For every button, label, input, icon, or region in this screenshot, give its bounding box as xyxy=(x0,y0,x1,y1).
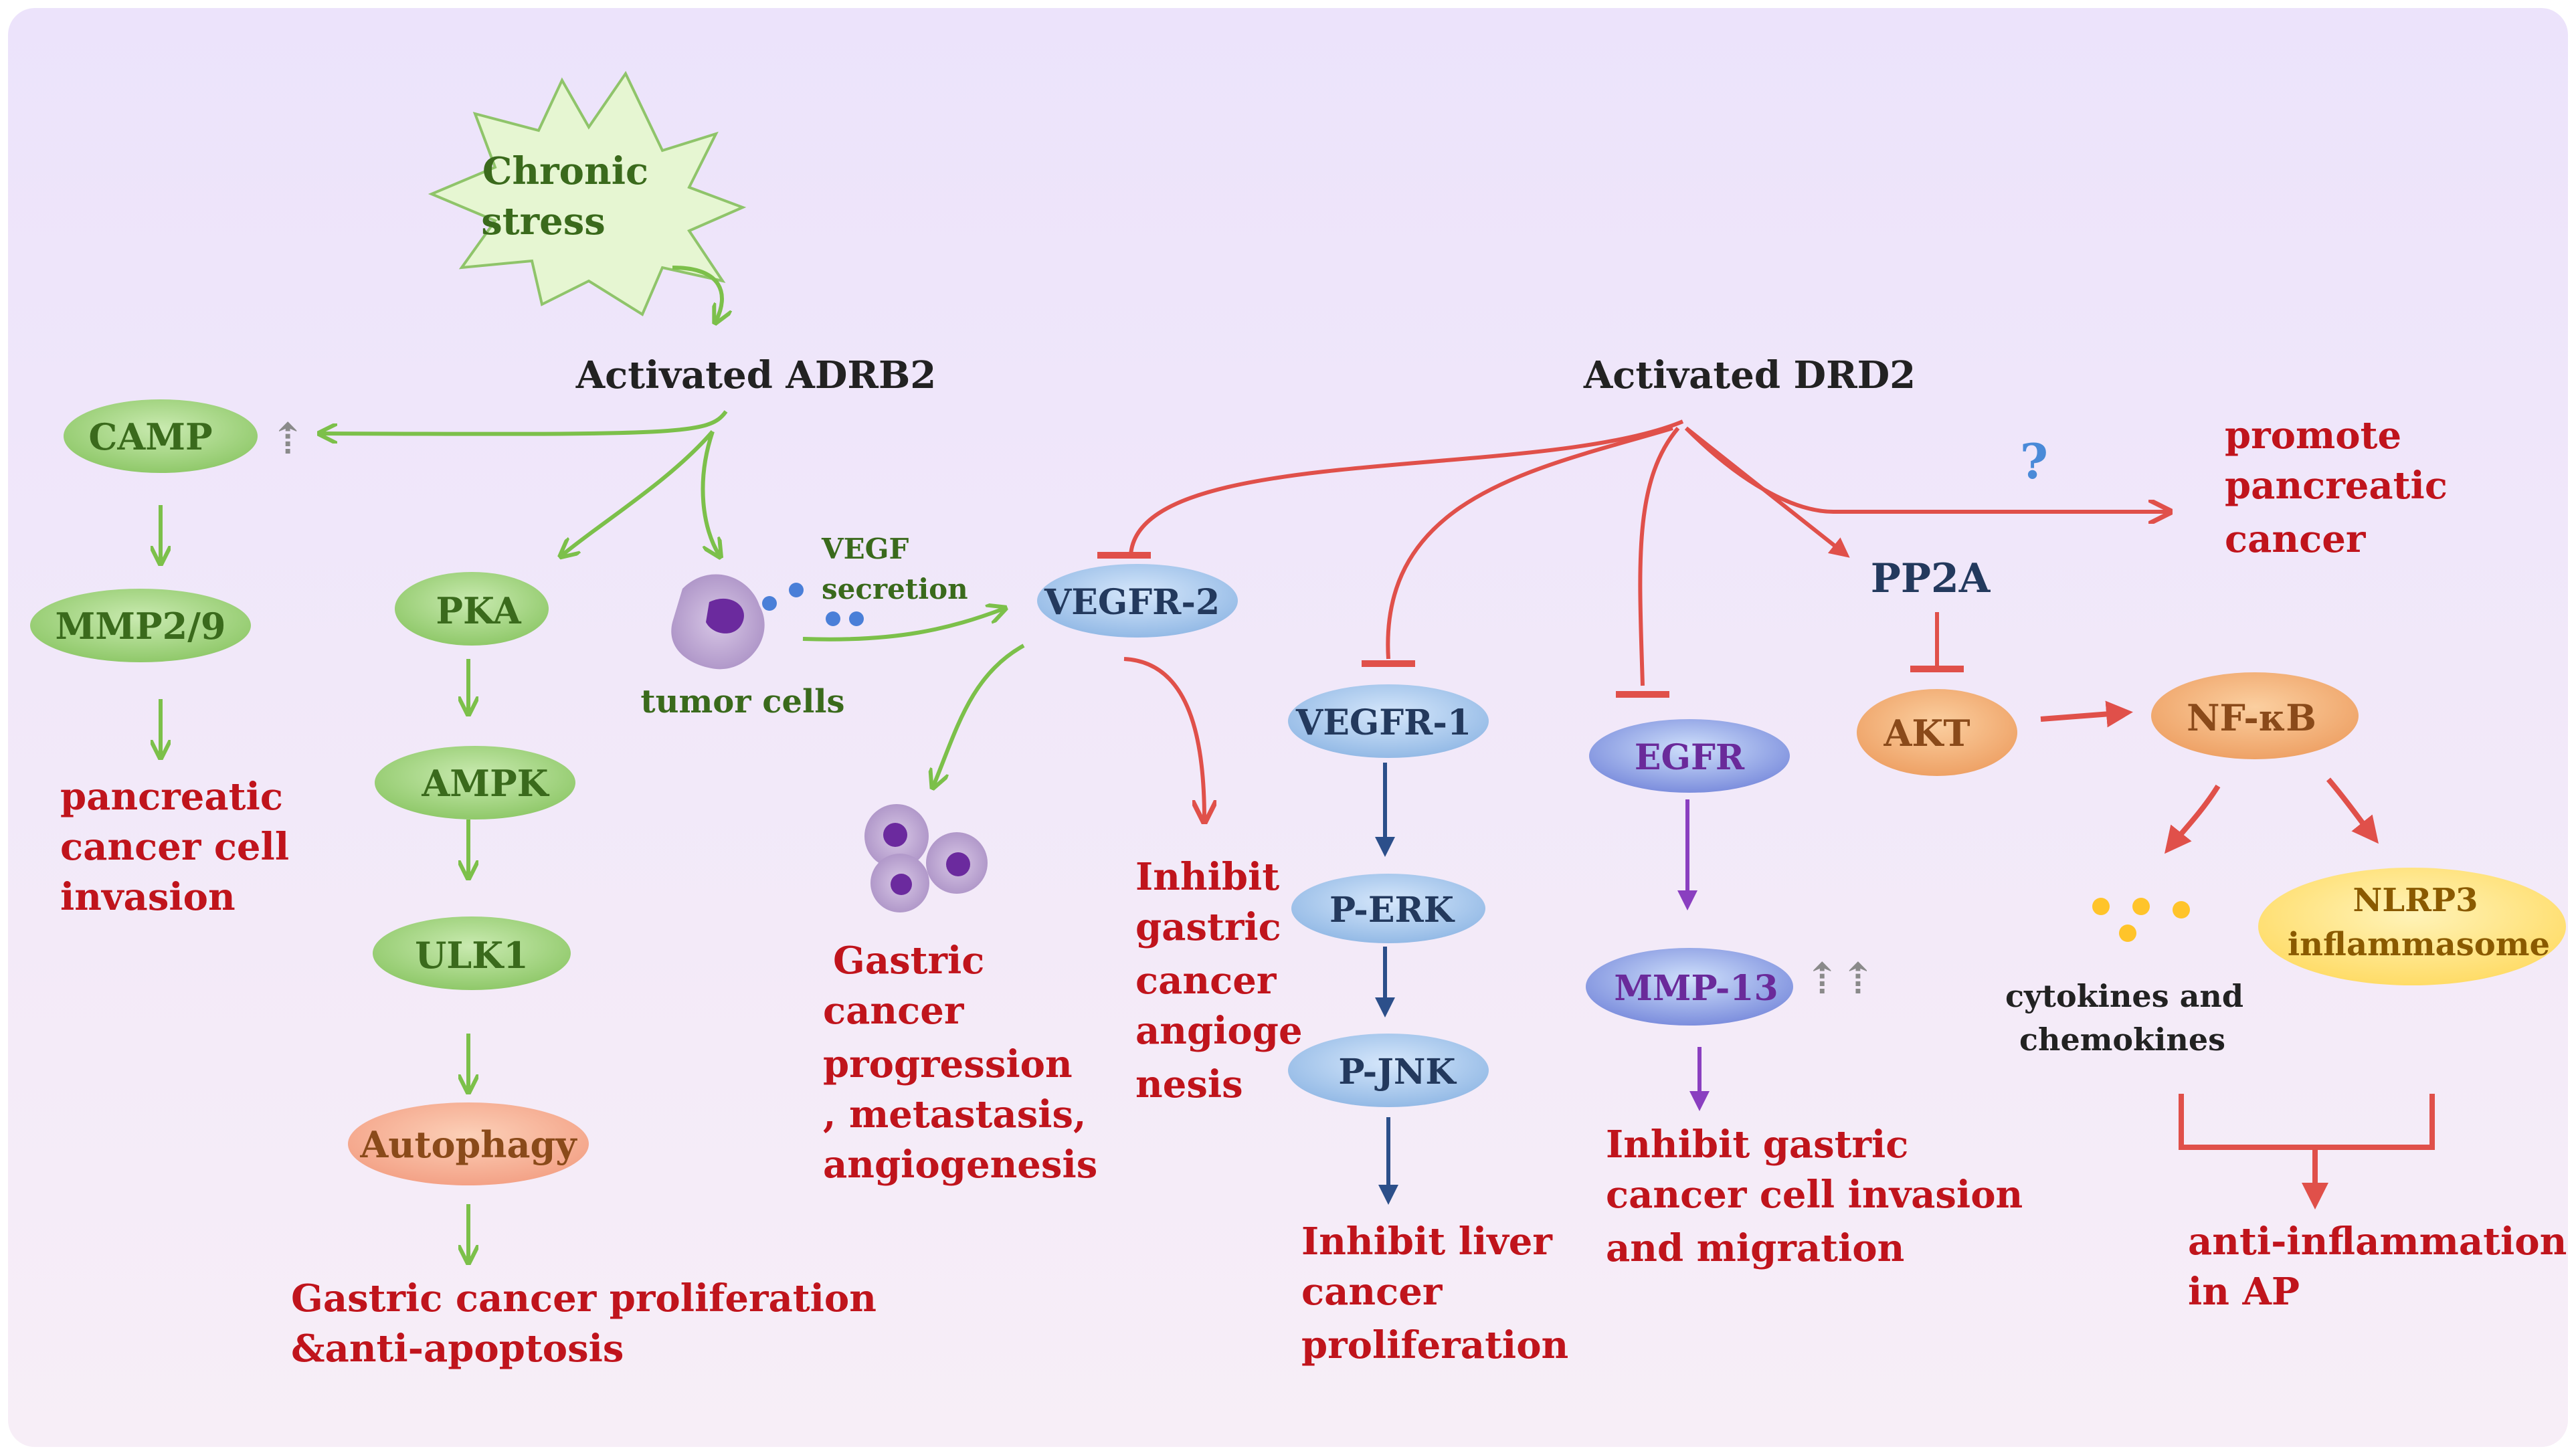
svg-text:cancer: cancer xyxy=(1301,1270,1443,1314)
mmp29-label: MMP2/9 xyxy=(55,605,225,648)
chronic-stress-label-1: Chronic xyxy=(482,149,648,193)
pjnk-label: P-JNK xyxy=(1338,1052,1457,1092)
gastric-cancer-cells-icon xyxy=(864,804,988,912)
svg-text:invasion: invasion xyxy=(60,875,236,919)
ampk-node xyxy=(375,746,575,819)
ampk-label: AMPK xyxy=(421,762,549,805)
vegfr2-label: VEGFR-2 xyxy=(1044,582,1220,623)
tumor-cells-label: tumor cells xyxy=(640,683,844,720)
autophagy-label: Autophagy xyxy=(359,1123,577,1166)
svg-text:cancer: cancer xyxy=(2225,517,2367,561)
nfkb-label: NF-κB xyxy=(2187,696,2316,739)
drd2-inhibition-lines xyxy=(1129,419,2168,686)
outcome-inhibit-liver: Inhibit liver cancer proliferation xyxy=(1301,1220,1568,1367)
cytokines-label-2: chemokines xyxy=(2019,1022,2225,1058)
svg-text:, metastasis,: , metastasis, xyxy=(823,1092,1087,1137)
svg-text:nesis: nesis xyxy=(1135,1062,1243,1106)
ulk1-node xyxy=(373,916,571,990)
adrb2-title: Activated ADRB2 xyxy=(575,353,937,397)
diagram-panel xyxy=(8,8,2568,1447)
svg-text:Gastric: Gastric xyxy=(833,939,984,983)
outcome-gastric-proliferation: Gastric cancer proliferation &anti-apopt… xyxy=(291,1276,877,1371)
outcome-pancreatic-invasion: pancreatic cancer cell invasion xyxy=(60,775,289,919)
drd2-inhibition-bars xyxy=(1097,552,1964,698)
vegfr1-cascade-arrows xyxy=(1375,763,1398,1205)
drd2-title: Activated DRD2 xyxy=(1583,353,1916,397)
camp-node xyxy=(64,399,258,473)
egfr-node xyxy=(1589,719,1790,793)
perk-node xyxy=(1291,874,1485,943)
perk-label: P-ERK xyxy=(1329,890,1455,931)
tumor-cell-icon xyxy=(671,574,765,670)
vegf-label-1: VEGF xyxy=(821,532,909,565)
svg-text:in AP: in AP xyxy=(2188,1270,2300,1314)
nlrp3-label-1: NLRP3 xyxy=(2353,882,2478,919)
outcome-inhibit-angiogenesis: Inhibit gastric cancer angioge nesis xyxy=(1135,855,1303,1106)
svg-text:cancer: cancer xyxy=(823,989,965,1033)
pka-label: PKA xyxy=(436,589,521,632)
stress-to-adrb2-arrow xyxy=(672,266,722,321)
autophagy-node xyxy=(348,1102,589,1185)
vegf-dots xyxy=(762,583,864,626)
vegfr2-to-angiogenesis-arrow xyxy=(1123,657,1204,819)
outcome-promote-pancreatic: promote pancreatic cancer xyxy=(2225,413,2448,561)
svg-text:proliferation: proliferation xyxy=(1301,1323,1568,1367)
egfr-label: EGFR xyxy=(1635,737,1745,778)
akt-nfkb-arrows xyxy=(2040,700,2379,854)
camp-up-arrow: ⇡ xyxy=(270,414,306,464)
svg-text:Gastric cancer proliferation: Gastric cancer proliferation xyxy=(291,1276,877,1321)
svg-text:angiogenesis: angiogenesis xyxy=(823,1143,1097,1187)
pka-node xyxy=(395,572,549,646)
mmp13-node xyxy=(1586,948,1793,1026)
outcome-inhibit-invasion: Inhibit gastric cancer cell invasion and… xyxy=(1606,1123,2023,1270)
akt-node xyxy=(1857,689,2017,776)
svg-text:gastric: gastric xyxy=(1135,905,1281,949)
egfr-cascade-arrows xyxy=(1677,799,1710,1111)
vegfr1-label: VEGFR-1 xyxy=(1295,702,1471,743)
mmp13-label: MMP-13 xyxy=(1614,968,1778,1009)
vegfr2-node xyxy=(1037,564,1238,638)
ulk1-label: ULK1 xyxy=(415,934,529,977)
svg-text:&anti-apoptosis: &anti-apoptosis xyxy=(291,1327,624,1371)
cytokine-dots xyxy=(2092,898,2190,942)
mmp29-node xyxy=(30,589,251,662)
svg-text:and migration: and migration xyxy=(1606,1226,1904,1270)
svg-text:cancer: cancer xyxy=(1135,959,1277,1003)
svg-text:cancer cell invasion: cancer cell invasion xyxy=(1606,1173,2023,1217)
outcome-anti-inflammation: anti-inflammation in AP xyxy=(2188,1220,2567,1314)
vegf-label-2: secretion xyxy=(822,573,968,605)
svg-text:Inhibit gastric: Inhibit gastric xyxy=(1606,1123,1908,1167)
pjnk-node xyxy=(1288,1034,1489,1107)
svg-text:pancreatic: pancreatic xyxy=(60,775,283,819)
pp2a-label: PP2A xyxy=(1871,555,1991,602)
nfkb-node xyxy=(2151,672,2359,759)
svg-text:Inhibit: Inhibit xyxy=(1135,855,1279,899)
chronic-stress-label-2: stress xyxy=(481,199,606,244)
svg-text:promote: promote xyxy=(2225,413,2401,458)
cytokines-label-1: cytokines and xyxy=(2005,978,2243,1014)
camp-label: CAMP xyxy=(88,415,212,458)
anti-inflammation-bracket xyxy=(2179,1094,2435,1209)
svg-text:progression: progression xyxy=(823,1042,1073,1086)
svg-text:cancer cell: cancer cell xyxy=(60,825,289,869)
nlrp3-node xyxy=(2258,868,2566,985)
akt-label: AKT xyxy=(1883,712,1970,755)
vegfr1-node xyxy=(1288,684,1489,758)
outcome-gastric-progression: Gastric cancer progression , metastasis,… xyxy=(823,939,1097,1187)
unknown-mechanism-mark: ? xyxy=(2020,433,2048,490)
svg-text:angioge: angioge xyxy=(1135,1009,1303,1053)
svg-text:pancreatic: pancreatic xyxy=(2225,464,2448,508)
chronic-stress-burst: Chronic stress xyxy=(428,71,747,316)
mmp13-up-arrows: ⇡⇡ xyxy=(1804,954,1875,1004)
svg-text:anti-inflammation: anti-inflammation xyxy=(2188,1220,2567,1264)
adrb2-arrows xyxy=(161,410,1025,1261)
nlrp3-label-2: inflammasome xyxy=(2288,926,2550,963)
svg-text:Inhibit liver: Inhibit liver xyxy=(1301,1220,1553,1264)
